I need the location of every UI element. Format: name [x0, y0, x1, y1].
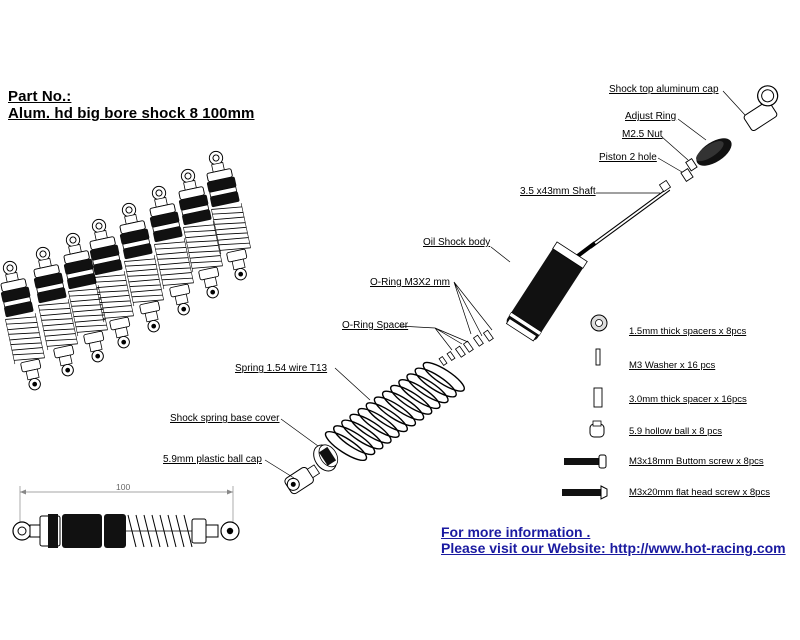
spring-coil: [357, 407, 400, 438]
spring-coil: [398, 379, 441, 410]
spring-coil: [390, 384, 433, 415]
spring-coil: [365, 402, 408, 433]
button-screw-icon: [564, 454, 607, 469]
product-title: Alum. hd big bore shock 8 100mm: [8, 105, 255, 122]
callout-spacer: O-Ring Spacer: [342, 320, 409, 331]
exploded-parts: [284, 85, 779, 495]
callout-nut: M2.5 Nut: [622, 129, 663, 140]
spring-coil: [406, 373, 449, 404]
flat-screw-icon: [562, 485, 608, 500]
ball-cap-part: [284, 464, 321, 495]
spring-coil: [422, 361, 465, 392]
spring-coil: [341, 419, 384, 450]
dimension-drawing: [12, 486, 240, 548]
top-cap-part: [743, 85, 779, 132]
info-line: For more information .: [441, 524, 591, 540]
spring-coil: [349, 413, 392, 444]
spring-coil: [333, 425, 376, 456]
washer-icon: [595, 348, 601, 366]
hardware-label-spacer: 1.5mm thick spacers x 8pcs: [629, 326, 747, 337]
callout-shaft: 3.5 x43mm Shaft: [520, 186, 596, 197]
piston-part: [680, 168, 694, 182]
callout-piston: Piston 2 hole: [599, 152, 657, 163]
callout-spring: Spring 1.54 wire T13: [235, 363, 328, 374]
shock-body-part: [505, 241, 588, 342]
adjust-ring-part: [696, 138, 732, 166]
callout-top-cap: Shock top aluminum cap: [609, 84, 719, 95]
shaft-part: [573, 179, 672, 260]
hardware-label-washer: M3 Washer x 16 pcs: [629, 360, 716, 371]
spring-coil: [414, 367, 457, 398]
spring-coil: [373, 396, 417, 427]
spring-coil: [381, 390, 425, 421]
part-no-label: Part No.:: [8, 88, 72, 105]
orings-part: [438, 329, 494, 366]
hardware-label-thick-spacer: 3.0mm thick spacer x 16pcs: [629, 394, 747, 405]
callout-base-cover: Shock spring base cover: [170, 413, 280, 424]
callout-body: Oil Shock body: [423, 237, 491, 248]
hollow-ball-icon: [589, 420, 605, 438]
round-spacer-icon: [590, 314, 608, 332]
hardware-label-flat-screw: M3x20mm flat head screw x 8pcs: [629, 487, 770, 498]
dimension-value: 100: [116, 482, 131, 492]
spring-part: [324, 361, 465, 462]
callout-oring: O-Ring M3X2 mm: [370, 277, 451, 288]
callout-adjust-ring: Adjust Ring: [625, 111, 677, 122]
nut-part: [685, 158, 698, 172]
hardware-label-hollow-ball: 5.9 hollow ball x 8 pcs: [629, 426, 722, 437]
callout-ball-cap: 5.9mm plastic ball cap: [163, 454, 262, 465]
hardware-label-button-screw: M3x18mm Buttom screw x 8pcs: [629, 456, 764, 467]
base-cover-part: [313, 444, 339, 472]
thick-spacer-icon: [593, 387, 603, 408]
spring-coil: [324, 430, 368, 462]
website-link[interactable]: Please visit our Website: http://www.hot…: [441, 540, 786, 556]
leader-lines: [264, 90, 746, 479]
hardware-icons: [562, 314, 608, 500]
